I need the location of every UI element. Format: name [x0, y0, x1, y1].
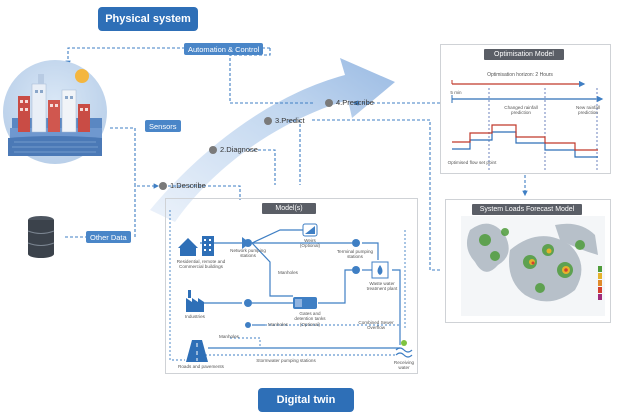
model-title: Model(s) — [262, 203, 316, 214]
stormwater-label: Stormwater pumping stations — [256, 358, 316, 363]
roads-label: Roads and pavements — [178, 364, 224, 369]
five-min-label: 5 min — [450, 90, 462, 95]
map-legend — [598, 266, 602, 300]
city-illustration — [3, 60, 107, 164]
step-diagnose-label: 2.Diagnose — [220, 145, 258, 154]
weirs-label: Weirs (Optional) — [299, 238, 321, 249]
forecast-title: System Loads Forecast Model — [472, 204, 582, 215]
receiving-water-icon — [395, 340, 413, 358]
forecast-line — [310, 119, 440, 271]
sensors-tag: Sensors — [145, 120, 181, 132]
cso-label: Combined Sewer Overflow — [358, 320, 394, 331]
step-predict: 3.Predict — [264, 116, 305, 125]
big-flow-arrow — [150, 58, 395, 222]
terminal-pumping-label: Terminal pumping stations — [336, 249, 374, 260]
physical-system-title: Physical system — [98, 7, 198, 31]
forecast-panel — [445, 199, 611, 323]
building-icons — [178, 236, 214, 256]
gates-label: Gates and detention tanks (Optional) — [294, 311, 326, 327]
network-pumping-label: Network pumping stations — [230, 248, 266, 259]
step-prescribe: 4.Prescribe — [325, 98, 374, 107]
database-icon — [27, 216, 55, 258]
optimisation-panel — [440, 44, 611, 174]
optimisation-horizon-label: Optimisation horizon: 2 Hours — [487, 72, 553, 78]
optimisation-title: Optimisation Model — [484, 49, 564, 60]
automation-control-tag: Automation & Control — [184, 43, 264, 55]
step-describe-label: 1.Describe — [170, 181, 206, 190]
changed-prediction-label: Changed rainfall prediction — [504, 105, 538, 116]
road-icon — [186, 340, 208, 362]
new-prediction-label: New rainfall prediction — [576, 105, 600, 116]
receiving-water-label: Receiving water — [393, 360, 415, 371]
sensors-line — [134, 128, 160, 189]
predict-dot-icon — [264, 116, 272, 125]
describe-dot-icon — [159, 181, 167, 190]
wwtp-label: Waste water treatment plant — [366, 281, 398, 292]
setpoint-label: Optimised flow set point — [447, 160, 497, 165]
step-describe: 1.Describe — [159, 181, 206, 190]
step-prescribe-label: 4.Prescribe — [336, 98, 374, 107]
manholes-label-2: Manholes — [268, 322, 288, 327]
step-diagnose: 2.Diagnose — [209, 145, 258, 154]
model-network-graphics — [169, 210, 413, 362]
optimisation-chart — [451, 80, 604, 170]
diagnose-dot-icon — [209, 145, 217, 154]
weir-icon — [302, 223, 318, 237]
manholes-label-3: Manholes — [219, 334, 239, 339]
model-panel — [165, 198, 418, 374]
tank-icon — [293, 297, 317, 309]
factory-icon — [186, 290, 204, 312]
industries-label: Industries — [185, 314, 205, 319]
manholes-label-1: Manholes — [278, 270, 298, 275]
step-predict-label: 3.Predict — [275, 116, 305, 125]
prescribe-dot-icon — [325, 98, 333, 107]
residential-label: Residential, remote and Commercial build… — [176, 259, 226, 270]
other-data-tag: Other Data — [86, 231, 131, 243]
digital-twin-title: Digital twin — [258, 388, 354, 412]
forecast-map — [461, 216, 605, 316]
treatment-plant-icon — [371, 261, 389, 279]
